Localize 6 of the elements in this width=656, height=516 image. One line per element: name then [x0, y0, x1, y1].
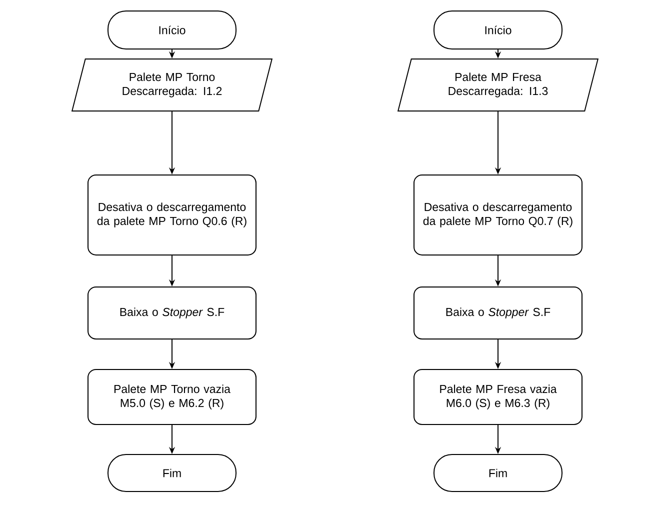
process-box: Palete MP Fresa vazia M6.0 (S) e M6.3 (R)	[414, 369, 582, 425]
process-box: Palete MP Torno vazia M5.0 (S) e M6.2 (R)	[88, 369, 256, 425]
process-box: Baixa o Stopper S.F	[414, 286, 582, 340]
process-box: Baixa o Stopper S.F	[88, 286, 256, 340]
process-box: Desativa o descarregamento da palete MP Torno Q0.7 (R)	[414, 174, 582, 256]
process-box: Desativa o descarregamento da palete MP Torno Q0.6 (R)	[88, 174, 256, 256]
